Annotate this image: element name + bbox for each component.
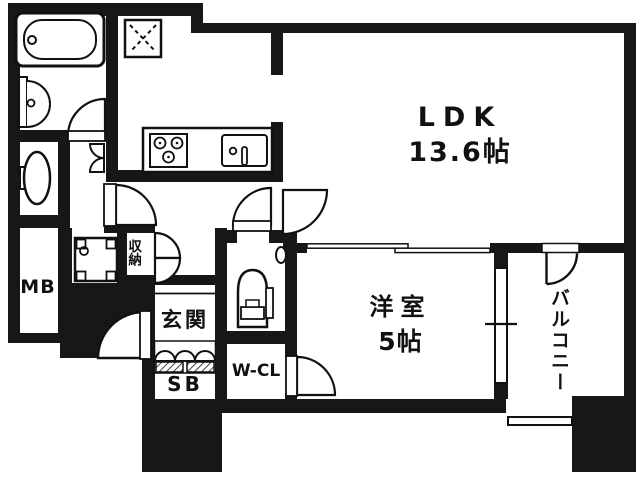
wall-entrance-right [215,228,227,413]
storage-double-door [153,231,182,285]
vanity-sink-icon [19,150,52,206]
wall-storage-left [117,233,127,285]
walk-in-closet-label: W-CL [231,361,281,381]
wall-vanity-bottom [8,215,70,228]
wall-top-ldk [191,23,636,33]
western-room-size-label: 5帖 [378,327,423,356]
wall-wcl-top [215,331,297,344]
entrance-threshold [155,285,215,295]
balcony-door [541,242,580,286]
wall-kitchen-stub-upper [271,33,283,75]
entrance-door [96,310,152,360]
ldk-size-label: 13.6帖 [408,137,512,168]
washroom-door [66,97,107,142]
western-room-label: 洋室 [369,293,432,321]
pillar-bottom-right [572,396,636,472]
wall-vanity-right [58,142,70,228]
wall-ldk-bedroom-1 [283,243,307,253]
balcony-label: バルコニー [547,288,570,393]
wall-toilet-top-left [215,230,237,243]
window-cap-bottom [494,382,508,399]
wall-wcl-right-upper [285,228,297,357]
shoe-box-label: SB [167,372,203,396]
toilet-door [231,186,273,232]
wall-ldk-bedroom-3 [579,243,636,253]
ldk-label: LDK [417,102,503,133]
window-cap-top [494,253,508,269]
washbasin-icon [18,76,51,128]
bedroom-wcl-door [285,355,337,397]
balcony-railing [507,416,573,426]
wall-left-outer [8,3,20,343]
bathtub-icon [14,11,106,68]
toilet-icon [236,246,287,329]
wall-bath-right [106,3,118,172]
water-heater-icon [73,236,119,283]
sliding-window [485,267,517,384]
washing-machine-icon [123,18,163,59]
storage-label: 収納 [125,239,142,266]
wall-washroom-bottom [8,130,70,142]
meter-box-label: MB [20,276,56,298]
wall-storage-top [104,222,155,233]
cabinet-mini-doors [88,143,105,173]
shoe-cabinet-icon [153,340,217,374]
wall-bottom [142,399,506,413]
wall-right-outer [624,23,636,396]
kitchen-counter-icon [141,126,274,174]
ldk-hall-door [281,188,329,236]
wall-kitchen-stub-lower [271,122,283,182]
wall-mb-bottom [8,333,72,343]
entrance-label: 玄関 [161,308,209,332]
wall-ldk-bedroom-2 [490,243,542,253]
sliding-door [306,243,491,254]
utility-door [103,183,158,227]
porch-block [142,410,222,472]
